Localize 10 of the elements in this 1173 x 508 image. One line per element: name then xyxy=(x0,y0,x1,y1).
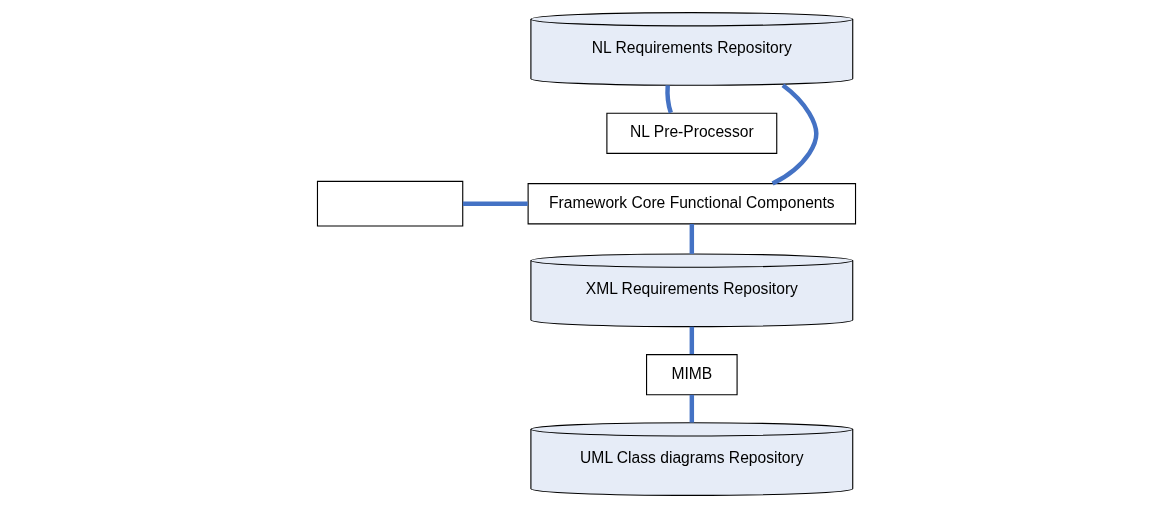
connector xyxy=(665,85,673,114)
connector xyxy=(689,394,695,423)
connector xyxy=(771,83,819,186)
node-box: NL Pre-Processor xyxy=(606,112,778,154)
node-box: Framework Core Functional Components xyxy=(527,183,857,225)
node-box xyxy=(316,180,464,227)
node-box: MIMB xyxy=(646,354,738,396)
connector xyxy=(689,223,695,254)
connector xyxy=(689,326,695,355)
connector xyxy=(462,201,528,206)
